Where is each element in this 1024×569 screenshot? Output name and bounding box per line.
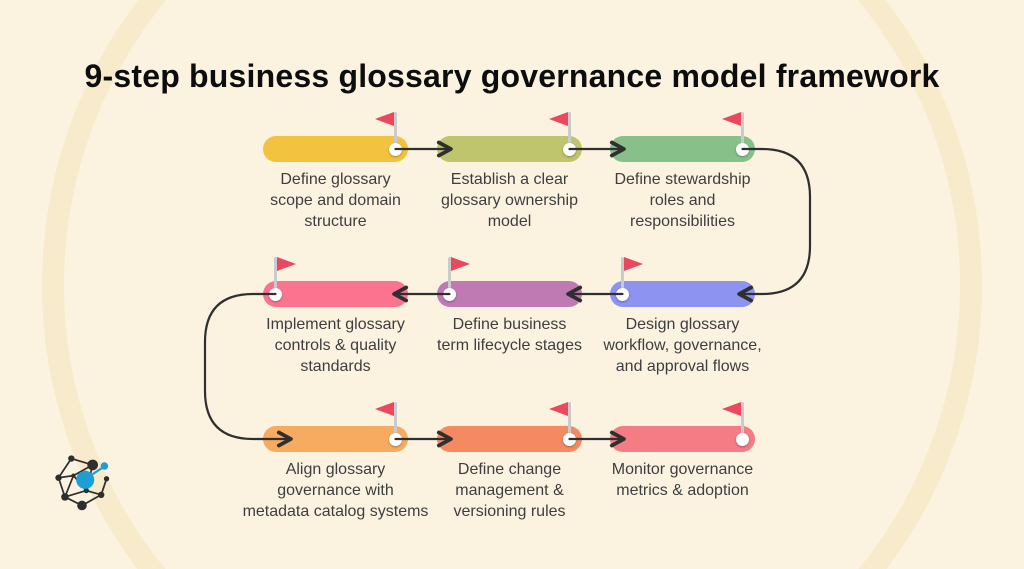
flag-pole xyxy=(568,112,571,148)
step-9-pill xyxy=(437,402,582,452)
step-7-pill xyxy=(263,257,408,307)
milestone-dot xyxy=(389,142,402,156)
step-3-pill xyxy=(610,112,755,162)
flag-pole xyxy=(274,257,277,293)
flag-pole xyxy=(741,112,744,148)
flag-icon xyxy=(375,402,394,416)
flag-icon xyxy=(722,112,741,126)
step-3-label: Define stewardship roles and responsibil… xyxy=(614,171,751,230)
flag-icon xyxy=(722,402,741,416)
flag-icon xyxy=(451,257,470,271)
step-5-pill xyxy=(610,257,755,307)
step-6-row2-mid: Define business term lifecycle stages xyxy=(437,257,582,354)
flag-pole xyxy=(394,402,397,438)
flag-icon xyxy=(375,112,394,126)
step-1-label: Define glossary scope and domain structu… xyxy=(270,171,401,230)
flag-icon xyxy=(624,257,643,271)
step-8-pill xyxy=(263,402,408,452)
step-6-pill xyxy=(437,257,582,307)
page-title: 9-step business glossary governance mode… xyxy=(84,58,940,94)
milestone-dot xyxy=(389,432,402,446)
milestone-dot xyxy=(563,142,576,156)
step-1-pill xyxy=(263,112,408,162)
flag-pole xyxy=(448,257,451,293)
step-10-pill xyxy=(610,402,755,452)
flag-pole xyxy=(621,257,624,293)
milestone-dot xyxy=(269,287,282,301)
network-graph-logo-icon xyxy=(55,455,110,511)
step-10: Monitor governance metrics & adoption xyxy=(610,402,755,499)
step-9: Define change management & versioning ru… xyxy=(437,402,582,520)
flag-icon xyxy=(277,257,296,271)
milestone-dot xyxy=(443,287,456,301)
step-6-label: Define business term lifecycle stages xyxy=(437,316,582,354)
milestone-dot xyxy=(616,287,629,301)
flag-pole xyxy=(568,402,571,438)
step-9-label: Define change management & versioning ru… xyxy=(453,461,566,520)
milestone-dot xyxy=(563,432,576,446)
step-1: Define glossary scope and domain structu… xyxy=(263,112,408,230)
step-2-label: Establish a clear glossary ownership mod… xyxy=(441,171,578,230)
flag-pole xyxy=(741,402,744,438)
step-2: Establish a clear glossary ownership mod… xyxy=(437,112,582,230)
step-10-label: Monitor governance metrics & adoption xyxy=(611,461,754,499)
flag-icon xyxy=(549,402,568,416)
step-2-pill xyxy=(437,112,582,162)
step-8-label: Align glossary governance with metadata … xyxy=(242,461,429,520)
step-5-label: Design glossary workflow, governance, an… xyxy=(603,316,762,375)
step-7-row2-left: Implement glossary controls & quality st… xyxy=(263,257,408,375)
step-5-row2-right: Design glossary workflow, governance, an… xyxy=(603,257,762,375)
flag-icon xyxy=(549,112,568,126)
milestone-dot xyxy=(736,432,749,446)
milestone-dot xyxy=(736,142,749,156)
step-3: Define stewardship roles and responsibil… xyxy=(610,112,755,230)
step-8: Align glossary governance with metadata … xyxy=(243,402,428,520)
flag-pole xyxy=(394,112,397,148)
